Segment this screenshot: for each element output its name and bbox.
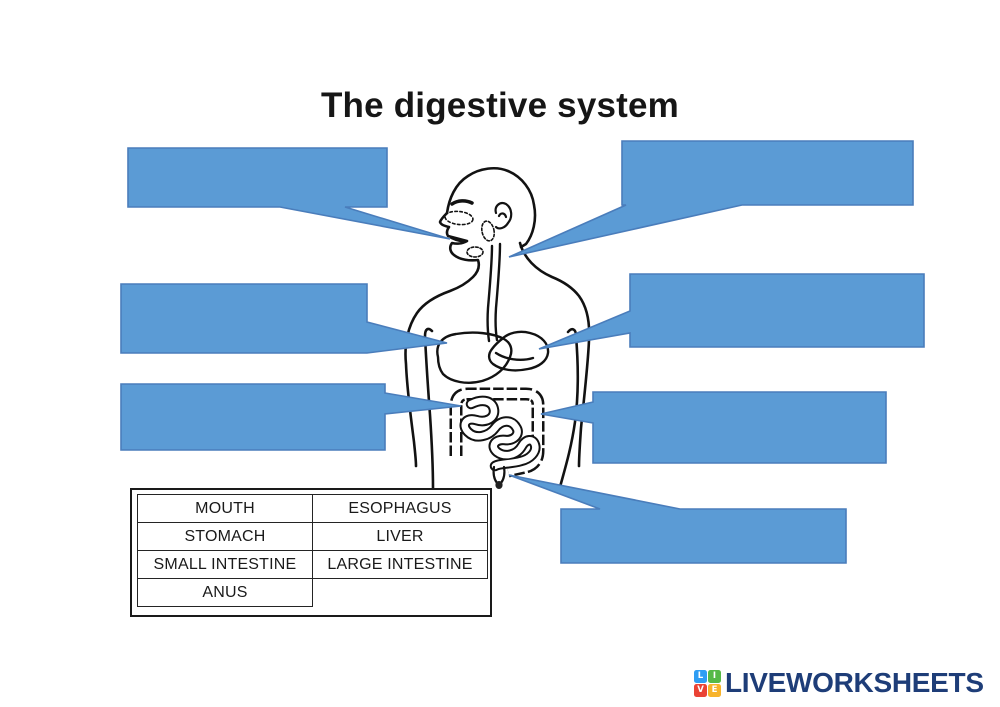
word-bank-row: SMALL INTESTINE LARGE INTESTINE xyxy=(137,550,488,579)
callout-esophagus-box[interactable] xyxy=(508,140,914,258)
esophagus-tube xyxy=(486,242,502,343)
callout-mouth-box[interactable] xyxy=(127,147,451,240)
word-bank-row: ANUS xyxy=(137,578,488,607)
liveworksheets-logo-text: LIVEWORKSHEETS xyxy=(725,667,984,698)
head-outline xyxy=(445,166,537,249)
logo-square-l: L xyxy=(694,669,707,683)
rectum-anus-shape xyxy=(492,465,506,489)
logo-square-v: V xyxy=(694,683,707,697)
word-liver[interactable]: LIVER xyxy=(312,522,488,551)
word-bank-box: MOUTH ESOPHAGUS STOMACH LIVER SMALL INTE… xyxy=(130,488,492,617)
torso-side-right xyxy=(558,327,580,489)
parotid-gland xyxy=(480,220,496,242)
face-profile xyxy=(404,211,481,468)
word-stomach[interactable]: STOMACH xyxy=(137,522,313,551)
word-esophagus[interactable]: ESOPHAGUS xyxy=(312,494,488,523)
torso-side-left xyxy=(423,327,435,490)
word-bank-table: MOUTH ESOPHAGUS STOMACH LIVER SMALL INTE… xyxy=(137,494,488,607)
logo-square-i: I xyxy=(708,669,721,683)
page-title: The digestive system xyxy=(320,86,680,125)
submandibular-gland xyxy=(466,246,484,258)
small-intestine-shape xyxy=(459,395,541,472)
callout-liver-box[interactable] xyxy=(120,283,448,354)
torso-outline-right xyxy=(518,241,591,468)
word-anus[interactable]: ANUS xyxy=(137,578,313,607)
large-intestine-shape xyxy=(449,387,545,478)
word-mouth[interactable]: MOUTH xyxy=(137,494,313,523)
liveworksheets-logo-icon: L I V E xyxy=(694,669,721,697)
callout-stomach-box[interactable] xyxy=(538,273,925,350)
tongue-line xyxy=(450,237,467,243)
liveworksheets-logo[interactable]: L I V E LIVEWORKSHEETS xyxy=(694,665,984,701)
ear xyxy=(494,202,513,230)
digestive-figure xyxy=(404,166,591,490)
callout-large-intestine-box[interactable] xyxy=(540,391,887,464)
liver-shape xyxy=(436,331,513,384)
stomach-shape xyxy=(487,330,550,372)
word-bank-row: MOUTH ESOPHAGUS xyxy=(137,494,488,523)
word-bank-empty-cell xyxy=(312,578,488,607)
eyebrow-line xyxy=(450,199,474,206)
logo-square-e: E xyxy=(708,683,721,697)
nasal-cavity xyxy=(444,210,474,226)
word-bank-row: STOMACH LIVER xyxy=(137,522,488,551)
word-small-intestine[interactable]: SMALL INTESTINE xyxy=(137,550,313,579)
callout-anus-box[interactable] xyxy=(508,474,847,564)
callout-small-intestine-box[interactable] xyxy=(120,383,462,451)
word-large-intestine[interactable]: LARGE INTESTINE xyxy=(312,550,488,579)
